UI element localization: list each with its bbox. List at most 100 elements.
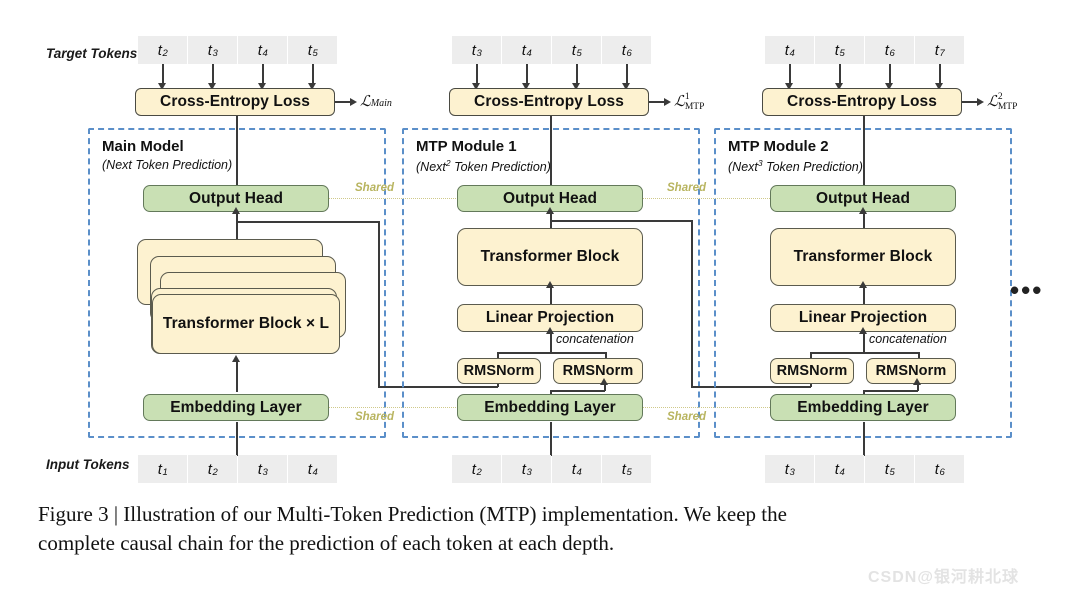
token-index: 3 [526, 466, 532, 478]
arrow-shaft [550, 287, 552, 305]
token-index: 7 [939, 47, 945, 59]
token-base: t [307, 41, 312, 59]
arrow-head-down-icon [158, 83, 166, 90]
shared-connector-embed-2 [643, 407, 778, 408]
token-index: 3 [212, 47, 218, 59]
rmsnorm-right-mtp1: RMSNorm [553, 358, 643, 384]
hidden-state-route-2-v [691, 220, 693, 387]
arrow-shaft [162, 64, 164, 84]
arrow-shaft [839, 64, 841, 84]
arrow-shaft [863, 287, 865, 305]
arrow-shaft [550, 422, 552, 456]
arrow-head-up-icon [913, 378, 921, 385]
main-model-subtitle: (Next Token Prediction) [102, 158, 233, 172]
shared-label: Shared [355, 182, 394, 194]
hidden-state-route-1-h [237, 221, 379, 223]
rmsnorm-left-mtp2: RMSNorm [770, 358, 854, 384]
embed-branch-h [863, 390, 918, 392]
cross-entropy-loss-box-main: Cross-Entropy Loss [135, 88, 335, 116]
token-index: 2 [162, 47, 168, 59]
arrow-shaft [863, 422, 865, 456]
arrow-shaft [626, 64, 628, 84]
arrow-shaft [939, 64, 941, 84]
arrow-shaft [863, 333, 865, 353]
arrow-head-down-icon [885, 83, 893, 90]
token-base: t [157, 460, 162, 478]
arrow-shaft [236, 213, 238, 241]
token-base: t [307, 460, 312, 478]
arrow-shaft [889, 64, 891, 84]
token-index: 5 [626, 466, 632, 478]
arrow-shaft [789, 64, 791, 84]
output-head-main: Output Head [143, 185, 329, 212]
token-base: t [934, 41, 939, 59]
shared-connector-head-1 [329, 198, 464, 199]
embedding-layer-mtp1: Embedding Layer [457, 394, 643, 421]
arrow-head-down-icon [935, 83, 943, 90]
embed-branch-v2 [917, 384, 919, 391]
arrow-head-down-icon [572, 83, 580, 90]
token-index: 5 [839, 47, 845, 59]
arrow-head-down-icon [622, 83, 630, 90]
token-index: 5 [889, 466, 895, 478]
concatenation-label: concatenation [556, 332, 634, 346]
transformer-block-mtp2: Transformer Block [770, 228, 956, 286]
mtp-module-1-title: MTP Module 1 [416, 138, 517, 155]
token-base: t [834, 460, 839, 478]
arrow-shaft [550, 213, 552, 233]
hidden-state-route-1-h2 [378, 386, 498, 388]
target-tokens-row-label: Target Tokens [46, 46, 138, 61]
token-index: 4 [576, 466, 582, 478]
arrow-shaft [236, 422, 238, 456]
concat-bracket-left [810, 352, 812, 360]
shared-label: Shared [667, 182, 706, 194]
token-index: 4 [526, 47, 532, 59]
token-index: 3 [789, 466, 795, 478]
token-base: t [934, 460, 939, 478]
loss-out-line [649, 101, 665, 103]
token-base: t [521, 41, 526, 59]
token-index: 3 [476, 47, 482, 59]
arrow-shaft [576, 64, 578, 84]
hidden-state-route-2-h [551, 220, 692, 222]
arrow-head-up-icon [600, 378, 608, 385]
arrow-shaft [526, 64, 528, 84]
arrow-head-up-icon [232, 355, 240, 362]
transformer-block-mtp1: Transformer Block [457, 228, 643, 286]
mtp-module-2-title: MTP Module 2 [728, 138, 829, 155]
arrow-head-right-icon [664, 98, 671, 106]
arrow-shaft [863, 213, 865, 233]
arrow-head-down-icon [785, 83, 793, 90]
caption-line-2: complete causal chain for the prediction… [38, 530, 615, 555]
token-base: t [257, 460, 262, 478]
shared-connector-embed-1 [329, 407, 464, 408]
arrow-head-up-icon [859, 327, 867, 334]
token-index: 4 [839, 466, 845, 478]
linear-projection-mtp1: Linear Projection [457, 304, 643, 332]
token-index: 6 [889, 47, 895, 59]
token-index: 3 [262, 466, 268, 478]
transformer-block-main: Transformer Block × L [152, 294, 340, 354]
loss-out-line [335, 101, 351, 103]
arrow-shaft [863, 116, 865, 188]
arrow-head-up-icon [859, 207, 867, 214]
token-index: 5 [576, 47, 582, 59]
token-index: 4 [789, 47, 795, 59]
token-base: t [621, 460, 626, 478]
continuation-ellipsis: ••• [1010, 275, 1044, 305]
embedding-layer-main: Embedding Layer [143, 394, 329, 421]
